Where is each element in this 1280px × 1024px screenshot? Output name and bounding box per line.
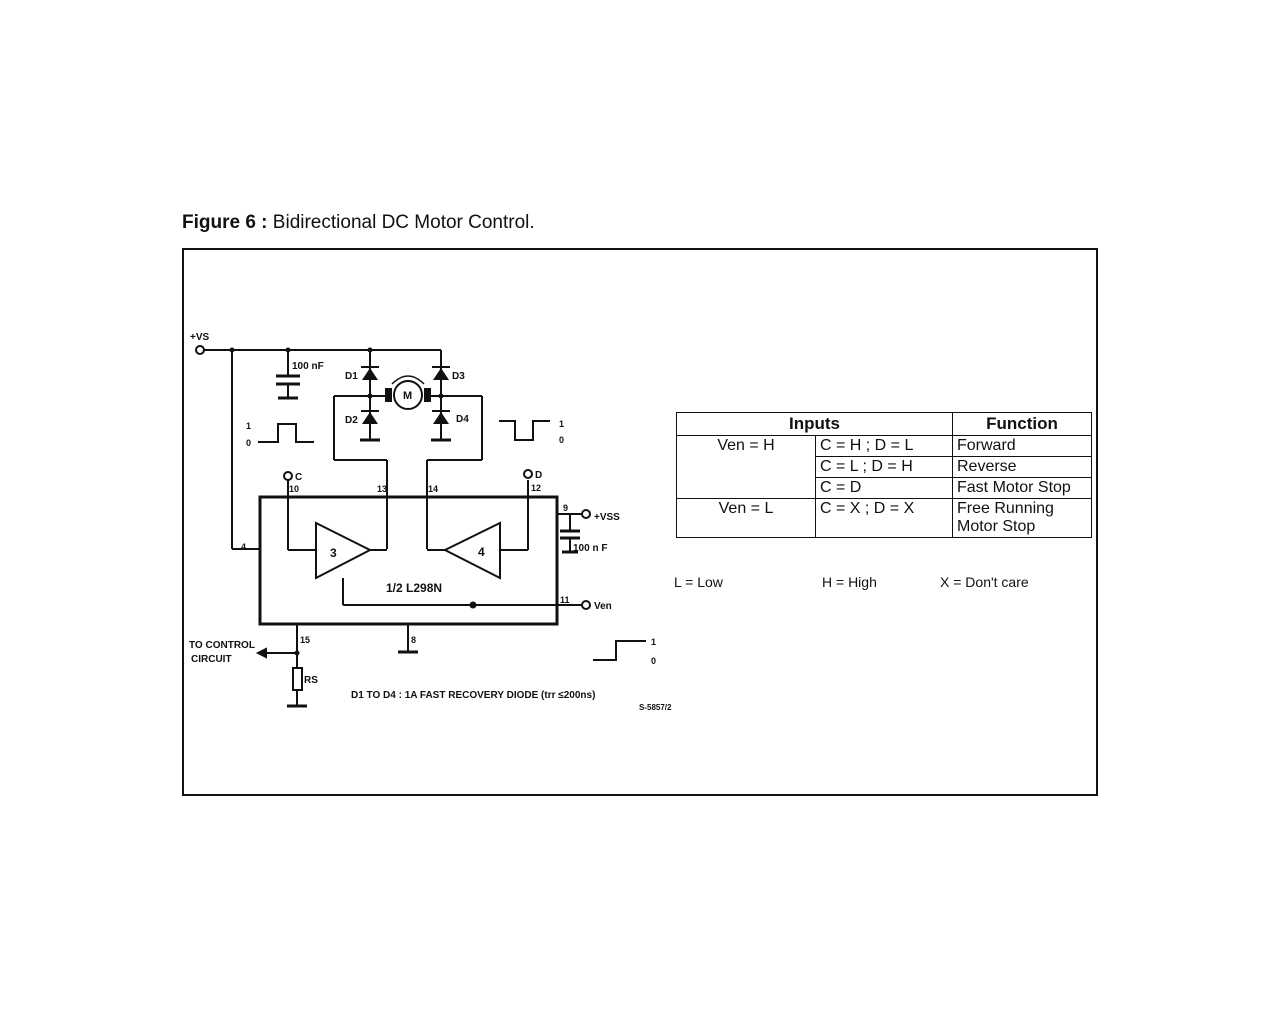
diode-d1	[362, 368, 378, 380]
figure-caption: Bidirectional DC Motor Control.	[272, 212, 535, 233]
function-cell: Free Running Motor Stop	[952, 498, 1092, 538]
level-low-c: 0	[246, 438, 251, 448]
pin-14: 14	[428, 484, 438, 494]
input-c-terminal	[283, 471, 293, 481]
table-row: C = D Fast Motor Stop	[677, 477, 1092, 499]
ven-cell: Ven = H	[676, 435, 816, 499]
table-row: Ven = H C = H ; D = L Forward	[676, 435, 1092, 499]
function-cell: Fast Motor Stop	[952, 477, 1092, 499]
level-high-c: 1	[246, 421, 251, 431]
d3-label: D3	[452, 371, 465, 382]
amp-3-label: 3	[330, 546, 337, 560]
pin-4: 4	[241, 542, 246, 552]
cd-cell: C = X ; D = X	[815, 498, 953, 538]
cd-cell: C = L ; D = H	[815, 456, 953, 478]
d4-label: D4	[456, 414, 469, 425]
motor	[393, 380, 423, 410]
rs-label: RS	[304, 675, 318, 686]
d1-label: D1	[345, 371, 358, 382]
to-control-line1: TO CONTROL	[189, 640, 255, 651]
pin-8: 8	[411, 635, 416, 645]
ven-label: Ven	[594, 601, 612, 612]
waveform-d	[499, 420, 550, 441]
diode-d3	[433, 368, 449, 380]
pin-11: 11	[560, 595, 570, 605]
drawing-ref: S-5857/2	[639, 703, 672, 712]
table-row: Ven = L C = X ; D = X Free Running Motor…	[676, 498, 1092, 538]
level-low-ven: 0	[651, 656, 656, 666]
cap-top-label: 100 nF	[292, 361, 324, 372]
pin-9: 9	[563, 503, 568, 513]
figure-label: Figure 6 :	[182, 212, 268, 233]
legend-high: H = High	[822, 574, 877, 590]
legend-low: L = Low	[674, 574, 723, 590]
vs-terminal	[195, 345, 205, 355]
waveform-ven	[593, 640, 646, 661]
to-control-line2: CIRCUIT	[191, 654, 232, 665]
ven-cell: Ven = L	[676, 498, 816, 538]
input-d-label: D	[535, 470, 542, 481]
diode-d4	[433, 412, 449, 424]
chip-label: 1/2 L298N	[386, 581, 442, 595]
truth-table: Inputs Function Ven = H C = H ; D = L Fo…	[676, 412, 1092, 538]
pin-13: 13	[377, 484, 387, 494]
pin-10: 10	[289, 484, 299, 494]
cd-cell: C = H ; D = L	[815, 435, 953, 457]
input-d-terminal	[523, 469, 533, 479]
d2-label: D2	[345, 415, 358, 426]
vss-terminal	[581, 509, 591, 519]
amp-3	[315, 521, 373, 580]
cd-cell: C = D	[815, 477, 953, 499]
pin-15: 15	[300, 635, 310, 645]
waveform-c	[258, 423, 314, 443]
function-cell: Reverse	[952, 456, 1092, 478]
cap-right-label: 100 n F	[573, 543, 607, 554]
function-cell: Forward	[952, 435, 1092, 457]
motor-label: M	[403, 390, 412, 402]
vss-label: +VSS	[594, 512, 620, 523]
diode-d2	[362, 412, 378, 424]
table-row: C = L ; D = H Reverse	[677, 456, 1092, 478]
amp-4-label: 4	[478, 545, 485, 559]
figure-title: Figure 6 : Bidirectional DC Motor Contro…	[182, 212, 535, 234]
truth-table-header: Inputs Function	[676, 412, 1092, 436]
level-high-d: 1	[559, 419, 564, 429]
header-function: Function	[952, 412, 1092, 436]
diode-note: D1 TO D4 : 1A FAST RECOVERY DIODE (trr ≤…	[351, 690, 595, 701]
amp-4	[442, 521, 501, 580]
input-c-label: C	[295, 472, 302, 483]
level-high-ven: 1	[651, 637, 656, 647]
header-inputs: Inputs	[676, 412, 953, 436]
ven-terminal	[581, 600, 591, 610]
figure-frame	[182, 248, 1098, 796]
legend-dont-care: X = Don't care	[940, 574, 1029, 590]
vs-label: +VS	[190, 332, 210, 343]
truth-table-legend: L = Low H = High X = Don't care	[674, 574, 1094, 594]
pin-12: 12	[531, 483, 541, 493]
level-low-d: 0	[559, 435, 564, 445]
